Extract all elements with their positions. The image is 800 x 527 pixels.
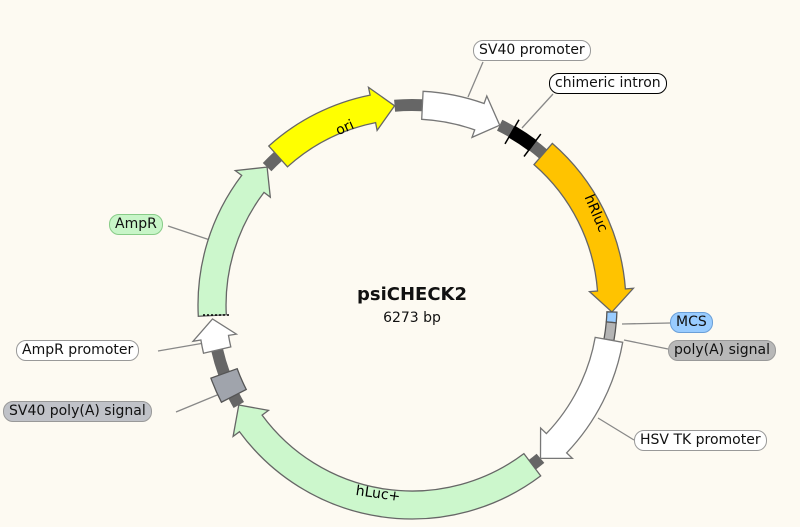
feature-hsv-tk-promoter[interactable] [539,336,624,460]
feature-ori[interactable] [267,85,396,168]
backbone-segment [528,453,545,470]
backbone-segment [412,99,423,112]
feature-text-ori: ori [333,117,356,139]
label-ampr[interactable]: AmpR [109,214,163,235]
leader-ampr [167,225,211,241]
backbone-segment [394,99,412,112]
label-polya-signal[interactable]: poly(A) signal [668,340,776,361]
feature-hluc-plus[interactable] [232,404,542,520]
feature-mcs[interactable] [605,311,618,324]
plasmid-name: psiCHECK2 [356,284,468,305]
leader-polya-signal [623,339,669,350]
leader-mcs [621,322,671,325]
backbone-segment [497,119,515,137]
intron-boundary-tick [504,119,520,145]
feature-sv40-promoter[interactable] [421,90,501,139]
intron-boundary-tick [523,133,542,157]
leader-sv40-polya-signal [175,392,223,413]
label-hsv-tk-promoter[interactable]: HSV TK promoter [634,430,767,451]
feature-polya-signal[interactable] [603,321,617,342]
backbone-segment [211,348,230,376]
feature-ampr[interactable] [197,166,272,317]
feature-text-hluc-plus: hLuc+ [355,483,402,505]
label-ampr-promoter[interactable]: AmpR promoter [16,340,140,361]
feature-ampr-promoter[interactable] [191,318,239,354]
features [191,85,635,520]
plasmid-length: 6273 bp [383,310,441,326]
label-sv40-polya-signal[interactable]: SV40 poly(A) signal [3,401,152,422]
leader-chimeric-intron [521,93,554,129]
label-mcs[interactable]: MCS [670,312,713,333]
feature-hrluc[interactable] [533,142,635,313]
feature-sv40-polya-signal[interactable] [210,367,248,404]
leader-sv40-promoter [467,61,484,98]
label-chimeric-intron[interactable]: chimeric intron [549,73,667,94]
label-sv40-promoter[interactable]: SV40 promoter [473,40,591,61]
leader-hsv-tk-promoter [597,417,635,441]
